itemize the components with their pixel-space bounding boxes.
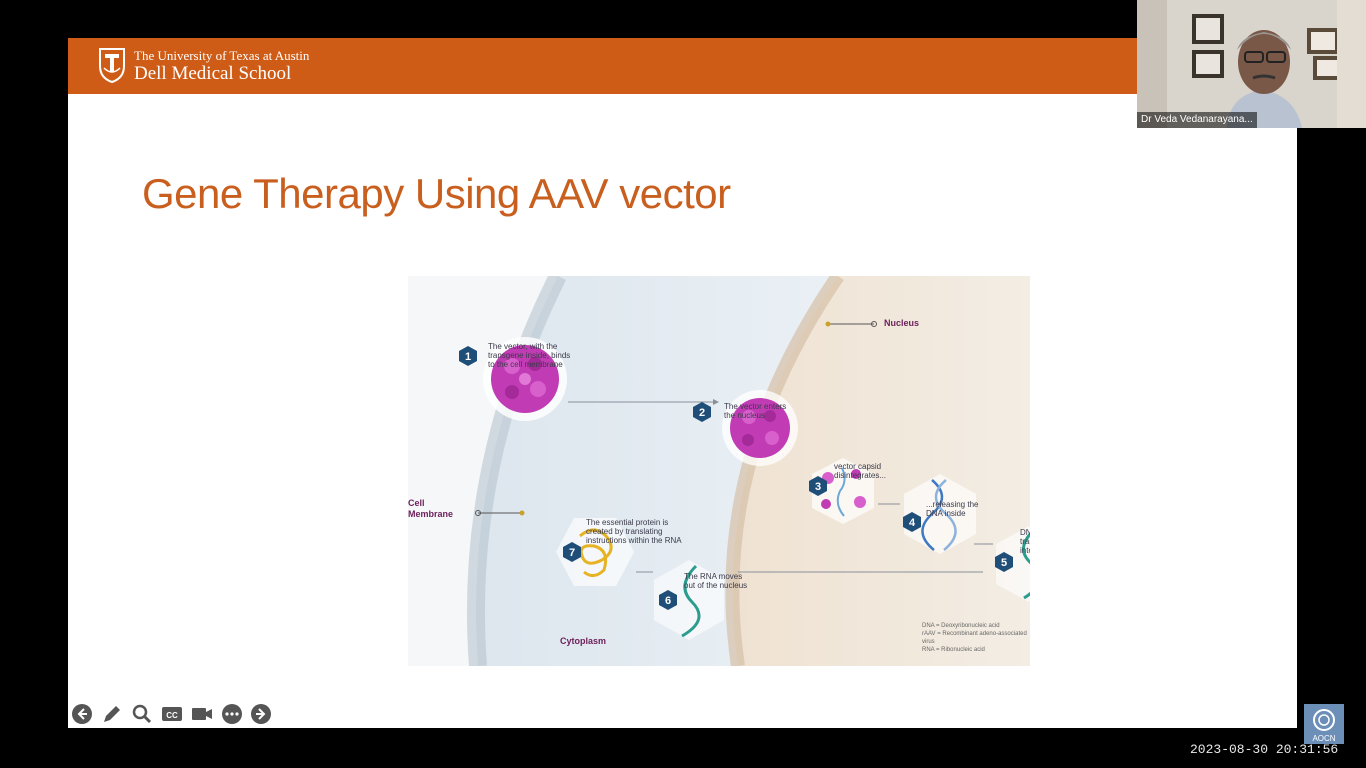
university-name: The University of Texas at Austin xyxy=(134,48,310,63)
speaker-video-frame xyxy=(1137,0,1366,128)
step-6-badge: 6 xyxy=(659,590,677,610)
more-icon[interactable] xyxy=(220,702,244,726)
svg-text:CC: CC xyxy=(166,711,178,720)
capsid-fragments-icon xyxy=(812,458,874,524)
protein-icon xyxy=(556,518,634,586)
step-1-badge: 1 xyxy=(459,346,477,366)
back-arrow-icon[interactable] xyxy=(70,702,94,726)
cytoplasm-label: Cytoplasm xyxy=(560,636,607,646)
step-4-badge: 4 xyxy=(903,512,921,532)
dna-helix-icon xyxy=(904,474,976,554)
aocn-logo: AOCN xyxy=(1304,704,1344,744)
svg-text:2: 2 xyxy=(699,407,705,419)
step-3-badge: 3 xyxy=(809,476,827,496)
school-name: Dell Medical School xyxy=(134,63,292,84)
svg-text:1: 1 xyxy=(465,351,471,363)
camera-icon[interactable] xyxy=(190,702,214,726)
forward-arrow-icon[interactable] xyxy=(249,702,273,726)
svg-text:3: 3 xyxy=(815,481,821,493)
presentation-slide: The University of Texas at Austin Dell M… xyxy=(68,38,1297,728)
pen-icon[interactable] xyxy=(100,702,124,726)
zoom-icon[interactable] xyxy=(130,702,154,726)
ut-shield-logo xyxy=(99,48,125,84)
svg-text:7: 7 xyxy=(569,547,575,559)
captions-icon[interactable]: CC xyxy=(160,702,184,726)
slide-title: Gene Therapy Using AAV vector xyxy=(142,170,731,217)
recording-timestamp: 2023-08-30 20:31:56 xyxy=(1190,742,1339,757)
speaker-video-thumbnail[interactable]: Dr Veda Vedanarayana... xyxy=(1137,0,1366,128)
step-5-badge: 5 xyxy=(995,552,1013,572)
aav-vector-icon xyxy=(483,337,567,421)
step-7-badge: 7 xyxy=(563,542,581,562)
nucleus-label: Nucleus xyxy=(884,318,920,328)
svg-text:5: 5 xyxy=(1001,557,1007,569)
svg-text:AOCN: AOCN xyxy=(1312,734,1335,743)
header-banner: The University of Texas at Austin Dell M… xyxy=(68,38,1138,94)
step-2-badge: 2 xyxy=(693,402,711,422)
svg-text:6: 6 xyxy=(665,595,671,607)
rna-cytoplasm-icon xyxy=(654,560,724,640)
svg-text:4: 4 xyxy=(909,517,916,529)
speaker-name-label: Dr Veda Vedanarayana... xyxy=(1137,112,1257,128)
step-5-text: DNA istranscribedinto RNA xyxy=(1020,528,1030,555)
aav-vector-nucleus-icon xyxy=(722,390,798,466)
